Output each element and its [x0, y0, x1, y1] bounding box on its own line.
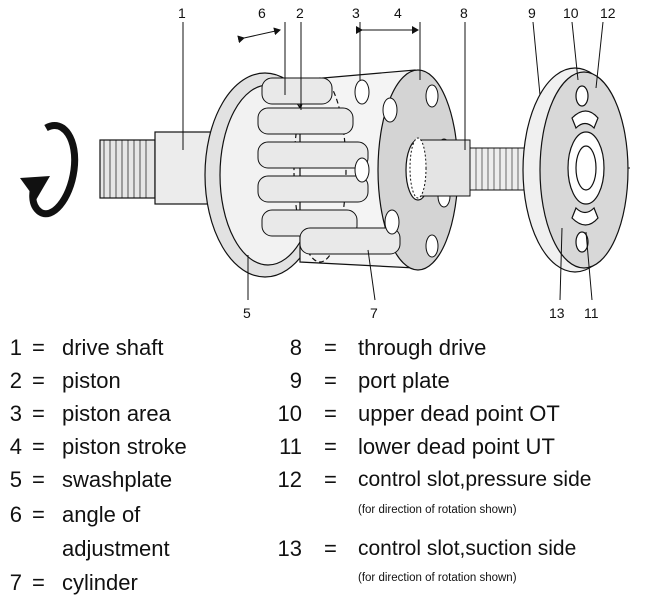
- legend-item-4: 4 = piston stroke: [0, 434, 320, 460]
- legend-number: 2: [9, 368, 22, 393]
- legend-equals: =: [324, 434, 337, 459]
- legend-description: cylinder: [62, 570, 138, 595]
- callout-8: 8: [460, 5, 468, 21]
- callout-2: 2: [296, 5, 304, 21]
- legend-item-9: 9 = port plate: [262, 368, 660, 394]
- legend-description: through drive: [358, 335, 487, 360]
- legend-description: piston: [62, 368, 121, 393]
- callout-7: 7: [370, 305, 378, 321]
- legend-number: 7: [9, 570, 22, 595]
- callout-1: 1: [178, 5, 186, 21]
- legend-equals: =: [324, 335, 337, 360]
- legend-equals: =: [324, 401, 337, 426]
- legend-note-pressure-side: (for direction of rotation shown): [358, 504, 517, 516]
- legend-description: angle of: [62, 502, 141, 527]
- pistons: [257, 77, 401, 255]
- callout-12: 12: [600, 5, 616, 21]
- legend-item-13: 13 = control slot,suction side: [262, 536, 660, 562]
- callout-13: 13: [549, 305, 565, 321]
- legend-equals: =: [32, 335, 45, 360]
- legend-number: 6: [9, 502, 22, 527]
- legend-number: 1: [9, 335, 22, 360]
- legend-number: 10: [277, 401, 302, 426]
- legend-number: 5: [9, 467, 22, 492]
- legend-description: drive shaft: [62, 335, 164, 360]
- through-drive: [409, 137, 531, 199]
- callout-3: 3: [352, 5, 360, 21]
- legend-equals: =: [324, 467, 337, 492]
- legend-description: lower dead point UT: [358, 434, 555, 459]
- legend-equals: =: [32, 570, 45, 595]
- callout-labels: 1 6 2 3 4 8 9 10 12 5 7 13 11: [178, 5, 616, 321]
- callout-5: 5: [243, 305, 251, 321]
- legend-item-8: 8 = through drive: [262, 335, 660, 361]
- legend-description: upper dead point OT: [358, 401, 560, 426]
- legend-description: piston stroke: [62, 434, 187, 459]
- legend-equals: =: [324, 368, 337, 393]
- axial-piston-pump-diagram: 1 6 2 3 4 8 9 10 12 5 7 13 11: [20, 5, 630, 321]
- rotation-arrow-icon: [20, 122, 79, 218]
- legend-number: 9: [289, 368, 302, 393]
- legend-number: 4: [9, 434, 22, 459]
- legend-description: piston area: [62, 401, 171, 426]
- leader-lines: [182, 21, 604, 301]
- legend-item-12: 12 = control slot,pressure side: [262, 467, 660, 493]
- legend-description: control slot,suction side: [358, 537, 577, 560]
- legend-item-3: 3 = piston area: [0, 401, 320, 427]
- callout-11: 11: [584, 305, 599, 321]
- legend-number: 12: [277, 467, 302, 492]
- legend-number: 13: [277, 536, 302, 561]
- legend-description: swashplate: [62, 467, 173, 492]
- legend-item-6: 6 = angle of: [0, 502, 320, 528]
- legend-number: 11: [279, 434, 302, 459]
- legend-item-5: 5 = swashplate: [0, 467, 320, 493]
- legend-item-10: 10 = upper dead point OT: [262, 401, 660, 427]
- legend-description: port plate: [358, 368, 450, 393]
- callout-9: 9: [528, 5, 536, 21]
- legend-equals: =: [32, 401, 45, 426]
- legend-equals: =: [32, 368, 45, 393]
- callout-4: 4: [394, 5, 402, 21]
- legend-description: control slot,pressure side: [358, 468, 592, 491]
- legend-item-1: 1 = drive shaft: [0, 335, 320, 361]
- legend-number: 3: [9, 401, 22, 426]
- legend-equals: =: [32, 502, 45, 527]
- legend-equals: =: [324, 536, 337, 561]
- legend-number: 8: [289, 335, 302, 360]
- legend-item-2: 2 = piston: [0, 368, 320, 394]
- legend-equals: =: [32, 467, 45, 492]
- callout-6: 6: [258, 5, 266, 21]
- legend-item-7: 7 = cylinder: [0, 570, 320, 596]
- port-plate: [522, 67, 629, 273]
- legend-equals: =: [32, 434, 45, 459]
- legend-item-11: 11 = lower dead point UT: [262, 434, 660, 460]
- callout-10: 10: [563, 5, 579, 21]
- legend-item-6-continued: adjustment: [0, 536, 320, 562]
- legend-description: adjustment: [62, 536, 170, 561]
- legend-note-suction-side: (for direction of rotation shown): [358, 572, 517, 584]
